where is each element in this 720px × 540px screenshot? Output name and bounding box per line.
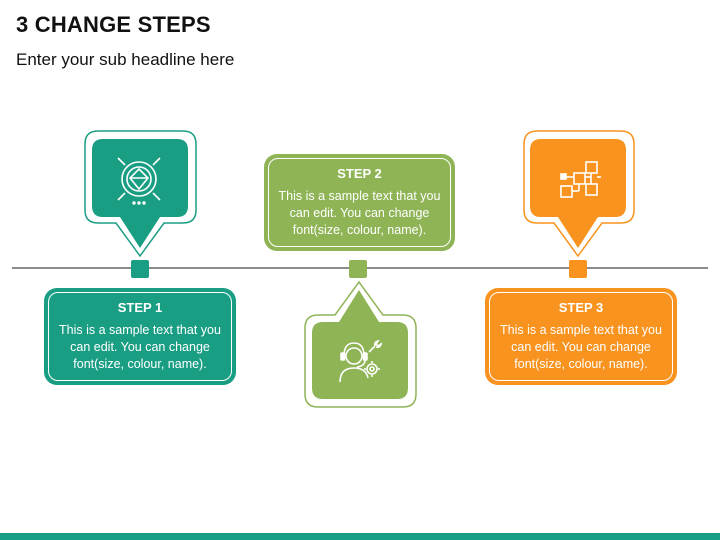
step-2-text: This is a sample text that you can edit.… (278, 189, 441, 237)
step-3-text: This is a sample text that you can edit.… (500, 323, 662, 371)
step-1-text: This is a sample text that you can edit.… (59, 323, 221, 371)
step-1-inner-border (48, 292, 232, 381)
step-2-box: STEP 2 This is a sample text that you ca… (264, 154, 455, 251)
step-1-box: STEP 1 This is a sample text that you ca… (44, 288, 236, 385)
step-3-title: STEP 3 (558, 300, 604, 315)
step-3-inner-border (489, 292, 673, 381)
footer-bar (0, 533, 720, 540)
target-diamond-icon (117, 157, 161, 205)
page-title: 3 CHANGE STEPS (16, 12, 211, 37)
support-agent-gear-icon (339, 339, 383, 383)
step-3-marker (523, 130, 635, 278)
step-3-box: STEP 3 This is a sample text that you ca… (485, 288, 677, 385)
step-2-inner-border (268, 158, 451, 247)
page-subtitle: Enter your sub headline here (16, 50, 235, 69)
flowchart-nodes-icon (560, 161, 601, 198)
step-1-title: STEP 1 (117, 300, 163, 315)
step-2-title: STEP 2 (337, 166, 382, 181)
step-1-marker (84, 130, 197, 278)
step-2-marker (304, 260, 417, 408)
